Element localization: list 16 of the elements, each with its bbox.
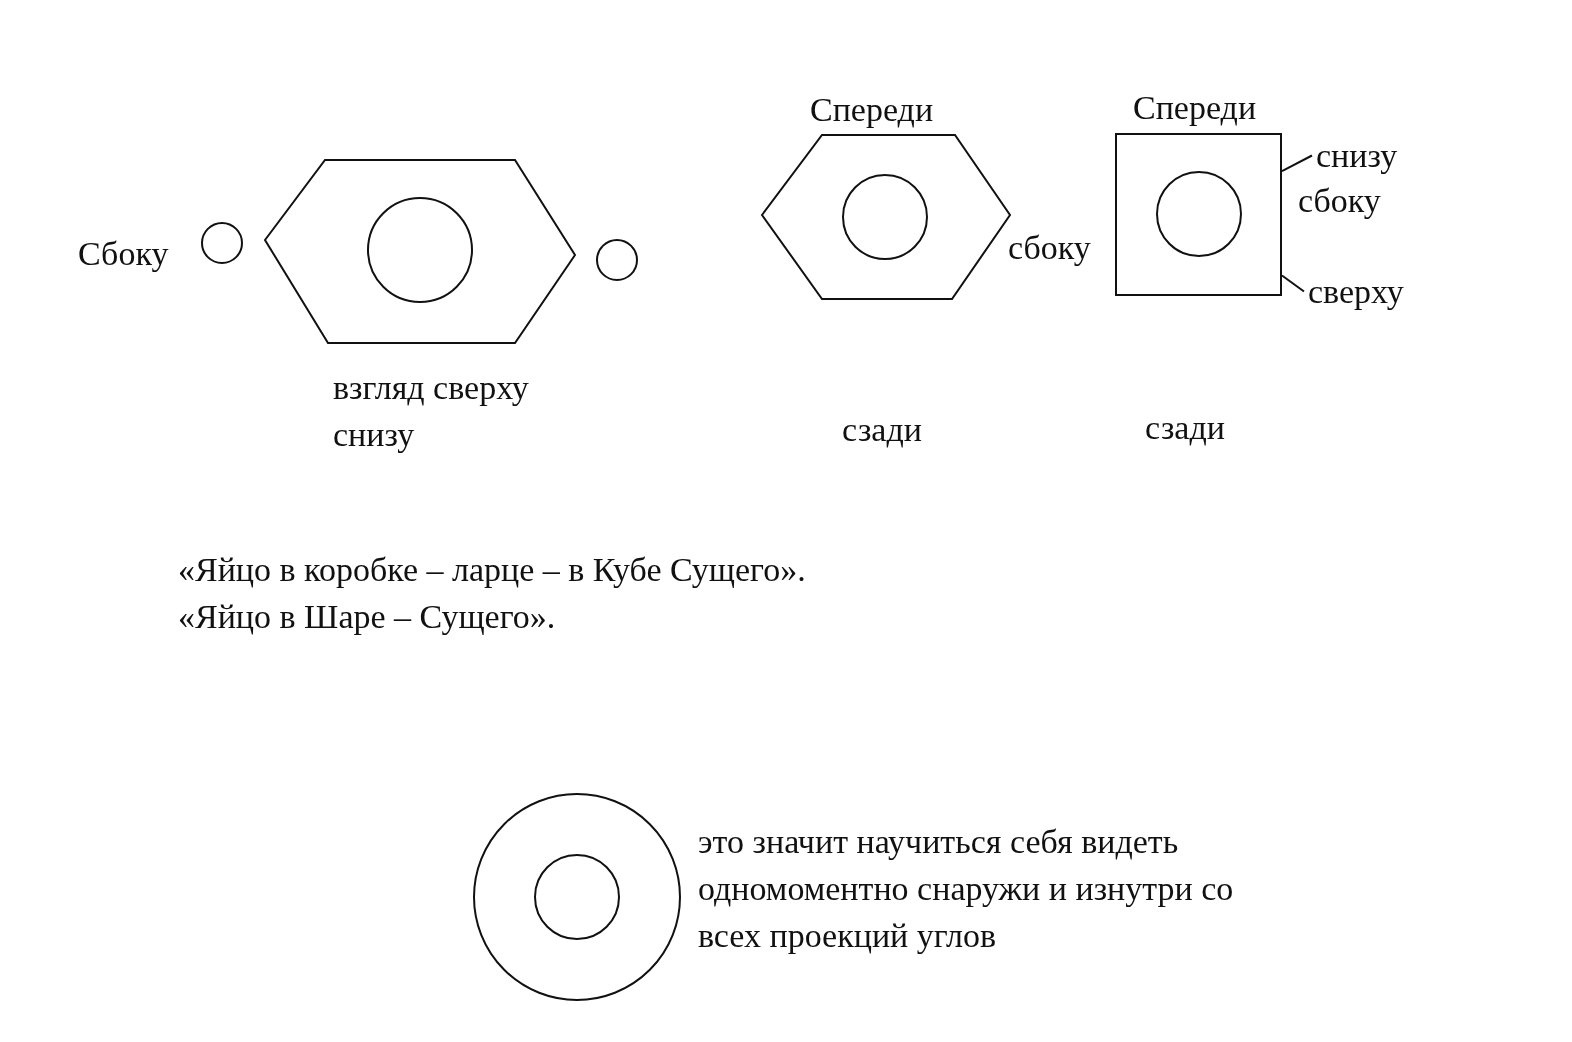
view-label: Спереди (810, 90, 934, 130)
note-text: это значит научиться себя видеть одномоментно снаружи и изнутри со всех проекций углов (698, 822, 1235, 956)
view-label: сзади (842, 410, 922, 450)
view-label: взгляд сверху снизу (333, 368, 530, 455)
view-label: сзади (1145, 408, 1225, 448)
caption-text: «Яйцо в Шаре – Сущего». (178, 597, 556, 637)
view-label: сбоку (1008, 228, 1091, 268)
leader-line (1281, 154, 1313, 173)
view-label: сбоку (1298, 181, 1381, 221)
leader-line (1281, 274, 1305, 293)
view-label: сверху (1308, 268, 1404, 315)
square-drawing (1115, 133, 1282, 296)
view-label: Сбоку (78, 234, 169, 274)
view-label: снизу (1316, 132, 1398, 179)
view-label: Спереди (1133, 88, 1257, 128)
caption-text: «Яйцо в коробке – ларце – в Кубе Сущего». (178, 550, 806, 590)
